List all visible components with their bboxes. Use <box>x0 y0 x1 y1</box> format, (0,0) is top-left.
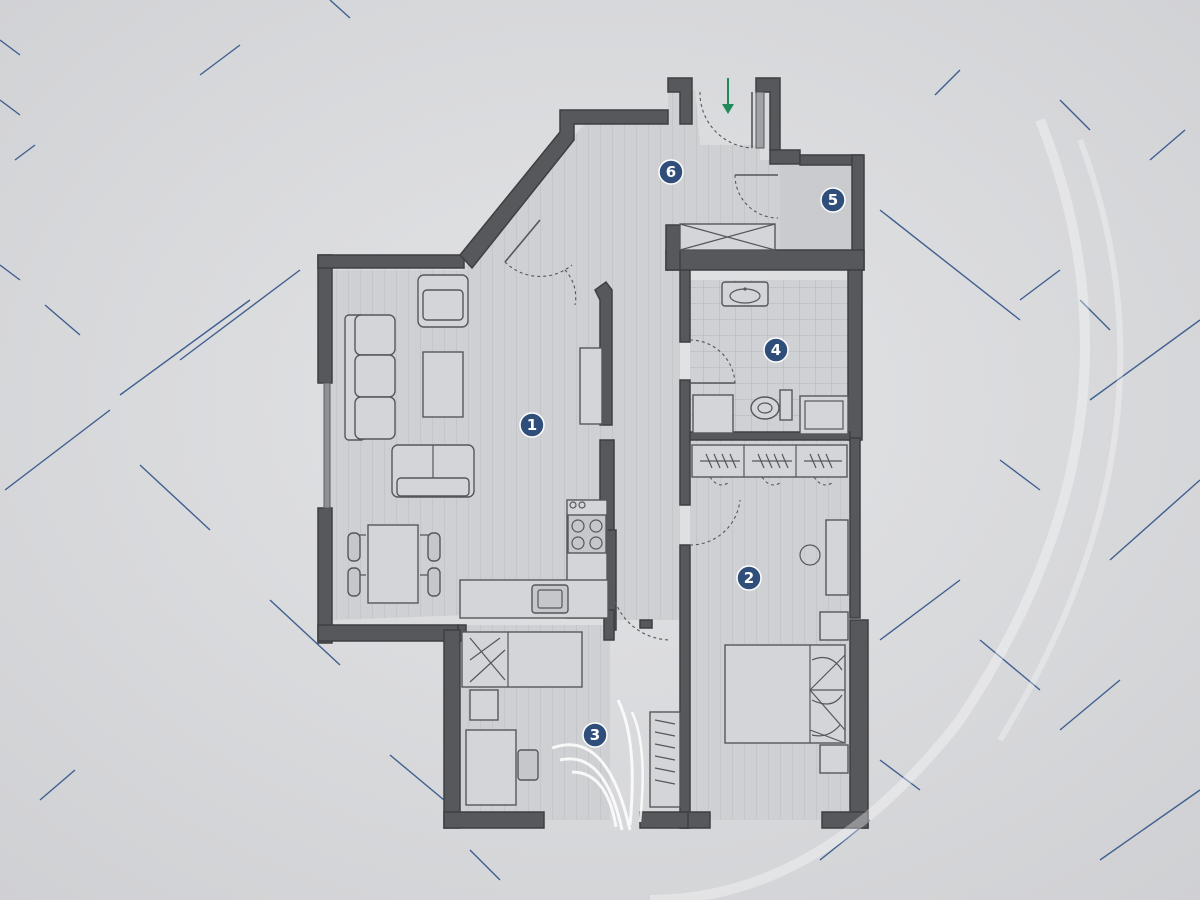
room-marker-kids-room[interactable]: 3 <box>582 722 608 748</box>
hallway-wardrobe <box>679 223 776 251</box>
room-number: 3 <box>590 726 600 744</box>
background-arc-inner <box>997 138 1124 742</box>
single-bed <box>461 631 583 688</box>
logo-swoosh-icon <box>551 699 644 831</box>
entrance-arrow-icon <box>722 78 734 114</box>
sofa <box>344 314 396 441</box>
background-arc <box>649 118 1090 900</box>
coffee-table <box>422 351 464 418</box>
room-marker-storage[interactable]: 5 <box>820 187 846 213</box>
kids-room-door <box>611 589 671 641</box>
room-number: 5 <box>828 191 838 209</box>
bedroom-desk <box>799 519 849 596</box>
room-number: 6 <box>666 163 676 181</box>
entrance-door <box>699 91 765 149</box>
living-door <box>504 219 577 306</box>
decorative-guide-lines <box>0 0 1200 881</box>
room-marker-bedroom[interactable]: 2 <box>736 565 762 591</box>
bathroom-sink <box>721 281 769 307</box>
room-number: 2 <box>744 569 754 587</box>
kids-wardrobe <box>649 711 681 808</box>
armchair-pair <box>391 444 475 498</box>
nightstand-top <box>819 611 849 641</box>
toilet <box>750 389 793 421</box>
walls <box>317 77 869 829</box>
bedroom-door <box>689 499 741 546</box>
kids-desk <box>465 729 539 806</box>
bathroom-door <box>689 339 736 386</box>
room-number: 4 <box>771 341 781 359</box>
tv-stand <box>579 347 603 425</box>
storage-door <box>734 174 779 219</box>
kids-nightstand <box>469 689 499 721</box>
room-number: 1 <box>527 416 537 434</box>
washing-machine <box>692 394 734 434</box>
room-marker-hallway[interactable]: 6 <box>658 159 684 185</box>
armchair-top <box>417 274 469 328</box>
kitchen-counter <box>459 499 609 619</box>
double-bed <box>724 644 846 744</box>
room-marker-bathroom[interactable]: 4 <box>763 337 789 363</box>
room-marker-living-kitchen[interactable]: 1 <box>519 412 545 438</box>
nightstand-bottom <box>819 744 849 774</box>
bedroom-wardrobe <box>691 444 848 486</box>
dining-table <box>347 524 441 604</box>
shower-tray <box>799 395 849 435</box>
